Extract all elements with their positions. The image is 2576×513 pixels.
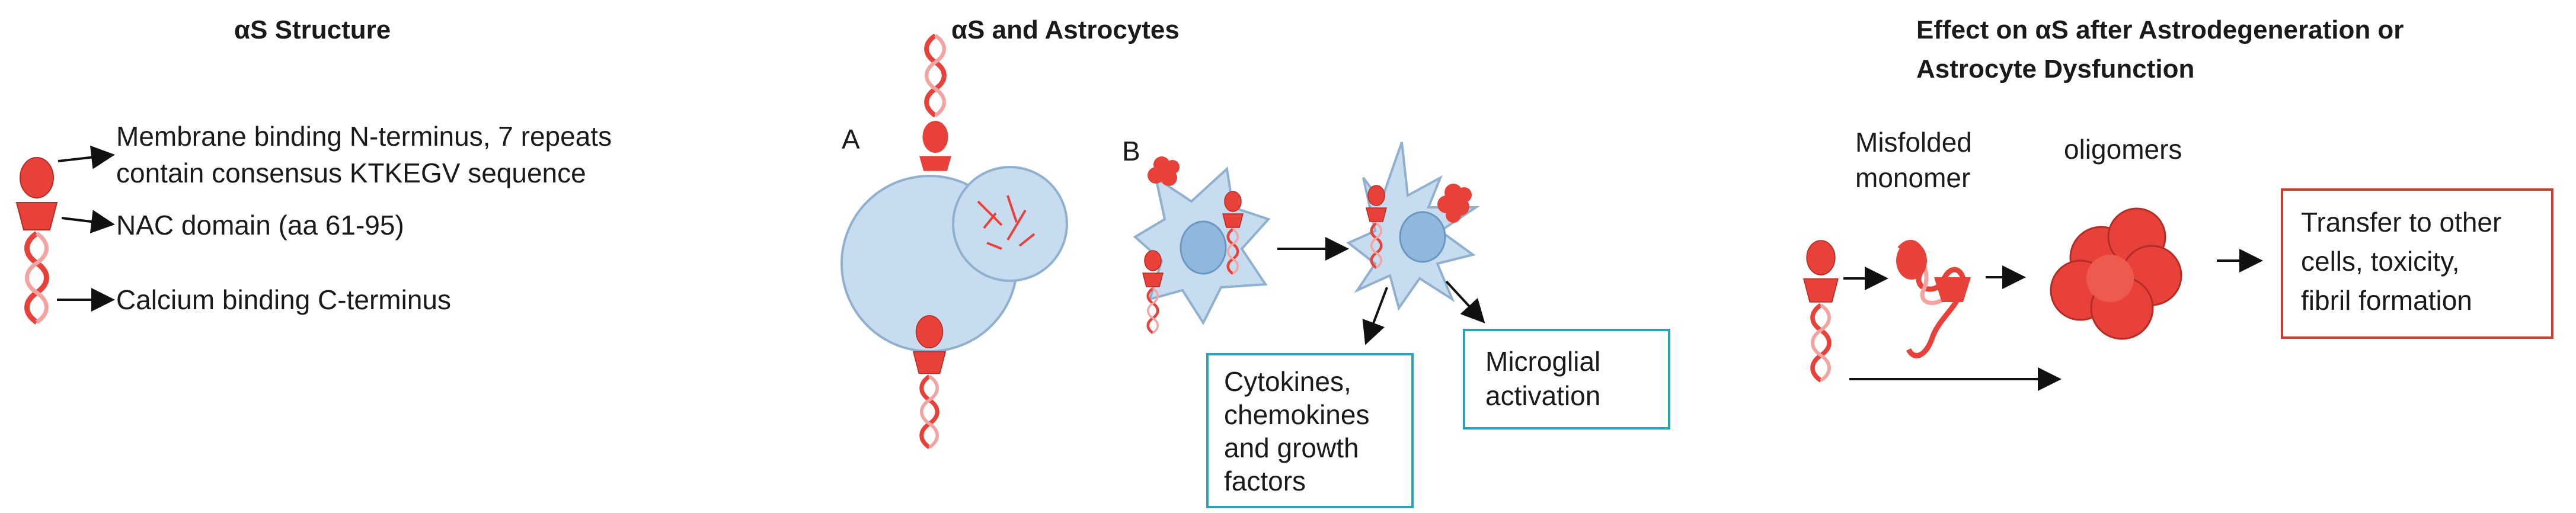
cytokines-box: Cytokines, chemokines and growth factors bbox=[1206, 353, 1414, 508]
oligomers-label: oligomers bbox=[2064, 134, 2182, 165]
n-terminus-label-line2: contain consensus KTKEGV sequence bbox=[116, 158, 586, 188]
arrow-to-microglia bbox=[1445, 280, 1485, 323]
astrocyte-resting-icon bbox=[1133, 156, 1271, 333]
cytokines-line-4: factors bbox=[1224, 466, 1306, 496]
transfer-line-1: Transfer to other bbox=[2301, 207, 2502, 238]
nac-domain-label: NAC domain (aa 61-95) bbox=[116, 210, 404, 241]
panel-letter-b: B bbox=[1122, 136, 1140, 166]
misfolded-monomer-icon bbox=[1896, 239, 1971, 358]
vesicle-diagram-icon bbox=[840, 36, 1068, 447]
transfer-line-2: cells, toxicity, bbox=[2301, 246, 2460, 277]
n-terminus-label-line1: Membrane binding N-terminus, 7 repeats bbox=[116, 121, 612, 152]
structure-title: αS Structure bbox=[234, 15, 391, 44]
astrocyte-reactive-icon bbox=[1346, 142, 1480, 311]
arrow-n-terminus bbox=[57, 145, 115, 169]
native-protein-icon bbox=[1804, 241, 1838, 380]
panel-letter-a: A bbox=[842, 124, 860, 155]
alpha-synuclein-protein-icon bbox=[17, 158, 57, 322]
oligomers-icon bbox=[2050, 207, 2182, 340]
cytokines-line-1: Cytokines, bbox=[1224, 366, 1351, 397]
misfolded-label-line1: Misfolded bbox=[1855, 127, 1972, 158]
misfolded-label-line2: monomer bbox=[1855, 162, 1971, 193]
cytokines-line-3: and growth bbox=[1224, 432, 1359, 463]
arrow-to-cytokines bbox=[1362, 287, 1388, 345]
effect-title-line2: Astrocyte Dysfunction bbox=[1916, 54, 2195, 84]
transfer-box: Transfer to other cells, toxicity, fibri… bbox=[2281, 188, 2553, 339]
effect-title-line1: Effect on αS after Astrodegeneration or bbox=[1916, 15, 2404, 44]
microglial-line-2: activation bbox=[1485, 380, 1601, 411]
arrow-nac bbox=[61, 210, 115, 233]
microglial-box: Microglial activation bbox=[1463, 329, 1670, 429]
microglial-line-1: Microglial bbox=[1485, 346, 1601, 377]
transfer-line-3: fibril formation bbox=[2301, 285, 2472, 316]
c-terminus-label: Calcium binding C-terminus bbox=[116, 284, 451, 315]
astrocytes-title: αS and Astrocytes bbox=[951, 15, 1180, 44]
cytokines-line-2: chemokines bbox=[1224, 399, 1370, 430]
